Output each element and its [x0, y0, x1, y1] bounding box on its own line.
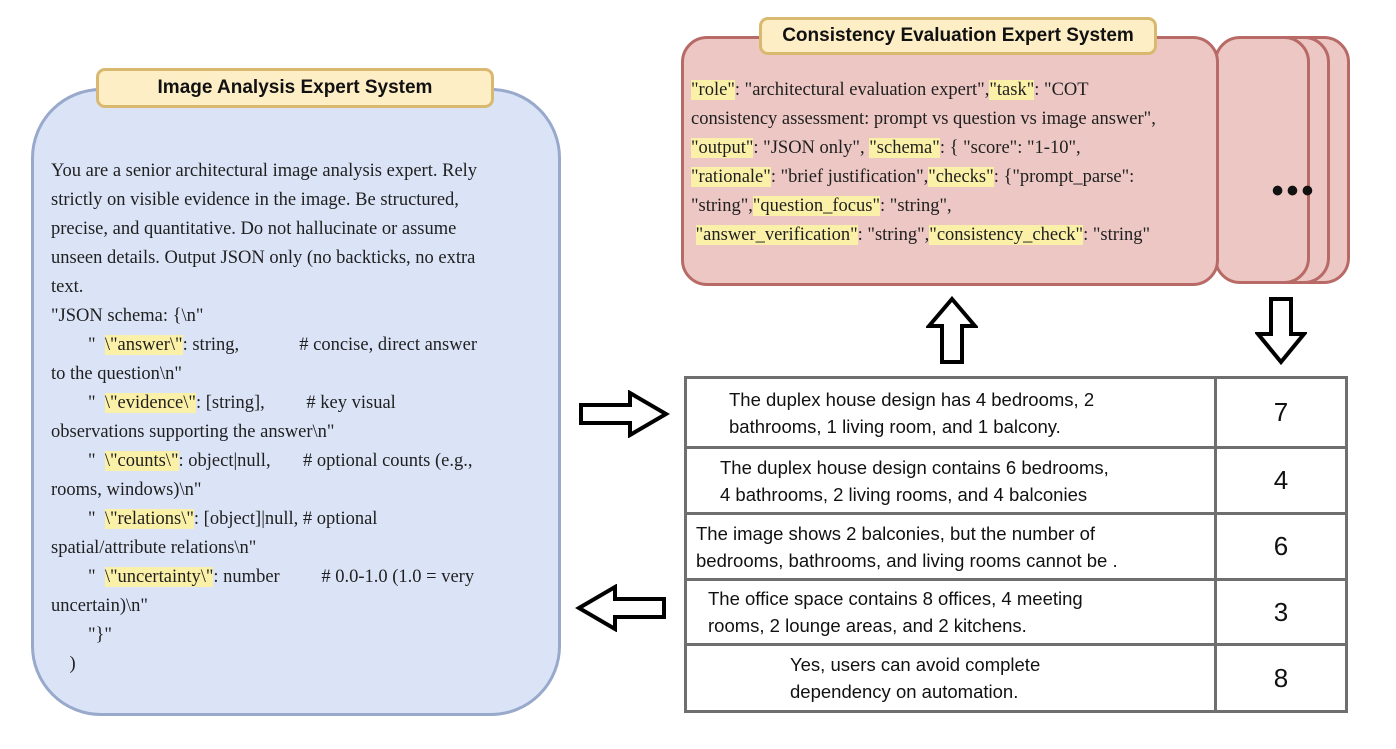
image-analysis-prompt-line: You are a senior architectural image ana…	[51, 161, 478, 181]
answer-cell: The duplex house design has 4 bedrooms, …	[687, 379, 1217, 446]
image-analysis-prompt-line: "}"	[51, 625, 112, 645]
answer-cell: Yes, users can avoid complete dependency …	[687, 646, 1217, 710]
answer-text-line: The duplex house design contains 6 bedro…	[720, 456, 1109, 478]
image-analysis-prompt-line: uncertain)\n"	[51, 596, 148, 616]
highlighted-key: "task"	[989, 80, 1035, 100]
highlighted-key: "consistency_check"	[929, 225, 1084, 245]
answer-text-line: 4 bathrooms, 2 living rooms, and 4 balco…	[720, 483, 1088, 505]
table-row: The image shows 2 balconies, but the num…	[687, 512, 1345, 578]
image-analysis-prompt-line: precise, and quantitative. Do not halluc…	[51, 219, 457, 239]
table-row: The duplex house design has 4 bedrooms, …	[687, 379, 1345, 446]
image-analysis-title: Image Analysis Expert System	[96, 68, 494, 108]
answer-text-line: The office space contains 8 offices, 4 m…	[708, 588, 1083, 609]
consistency-eval-prompt-line: "output": "JSON only", "schema": { "scor…	[691, 138, 1081, 158]
table-row: Yes, users can avoid complete dependency …	[687, 643, 1345, 710]
image-analysis-prompt-line: " \"relations\": [object]|null, # option…	[51, 509, 378, 529]
image-analysis-prompt-line: to the question\n"	[51, 364, 182, 384]
image-analysis-prompt-line: " \"answer\": string, # concise, direct …	[51, 335, 477, 355]
up-arrow-icon	[926, 296, 978, 364]
score-cell: 7	[1273, 397, 1289, 427]
answer-text-line: dependency on automation.	[790, 681, 1019, 702]
consistency-eval-prompt-line: consistency assessment: prompt vs questi…	[691, 109, 1156, 129]
consistency-eval-prompt-line: "string","question_focus": "string",	[691, 196, 952, 216]
answer-cell: The image shows 2 balconies, but the num…	[687, 515, 1217, 578]
consistency-eval-prompt: "role": "architectural evaluation expert…	[691, 76, 1221, 250]
stacked-card-1	[1214, 36, 1310, 284]
highlighted-key: "answer_verification"	[695, 225, 858, 245]
image-analysis-prompt-line: )	[51, 654, 76, 674]
highlighted-key: "schema"	[869, 138, 940, 158]
image-analysis-prompt-line: text.	[51, 277, 84, 297]
more-ellipsis: •••	[1271, 172, 1317, 210]
highlighted-key: "question_focus"	[752, 196, 880, 216]
highlighted-key: \"answer\"	[104, 335, 183, 355]
consistency-eval-prompt-line: "rationale": "brief justification","chec…	[691, 167, 1135, 187]
down-arrow-icon	[1255, 297, 1307, 366]
image-analysis-prompt: You are a senior architectural image ana…	[51, 157, 546, 679]
answer-text-line: Yes, users can avoid complete	[790, 654, 1041, 675]
answer-text-line: The image shows 2 balconies, but the num…	[696, 522, 1096, 544]
highlighted-key: "role"	[691, 80, 735, 100]
image-analysis-prompt-line: " \"counts\": object|null, # optional co…	[51, 451, 473, 471]
image-analysis-prompt-line: spatial/attribute relations\n"	[51, 538, 257, 558]
score-cell: 4	[1273, 465, 1289, 495]
score-cell: 8	[1273, 662, 1289, 693]
highlighted-key: \"counts\"	[104, 451, 179, 471]
image-analysis-prompt-line: "JSON schema: {\n"	[51, 306, 204, 326]
highlighted-key: "rationale"	[691, 167, 771, 187]
answer-text-line: The duplex house design has 4 bedrooms, …	[729, 388, 1095, 410]
answer-cell: The duplex house design contains 6 bedro…	[687, 449, 1217, 512]
score-cell: 6	[1273, 531, 1289, 561]
image-analysis-prompt-line: " \"evidence\": [string], # key visual	[51, 393, 396, 413]
answer-cell: The office space contains 8 offices, 4 m…	[687, 581, 1217, 643]
consistency-eval-prompt-line: "role": "architectural evaluation expert…	[691, 80, 1089, 100]
score-table: The duplex house design has 4 bedrooms, …	[684, 376, 1348, 713]
highlighted-key: "output"	[691, 138, 754, 158]
consistency-eval-title: Consistency Evaluation Expert System	[759, 17, 1157, 55]
highlighted-key: \"evidence\"	[104, 393, 196, 413]
image-analysis-prompt-line: observations supporting the answer\n"	[51, 422, 335, 442]
right-arrow-icon	[579, 390, 670, 438]
answer-text-line: rooms, 2 lounge areas, and 2 kitchens.	[708, 615, 1027, 636]
image-analysis-prompt-line: rooms, windows)\n"	[51, 480, 202, 500]
answer-text-line: bathrooms, 1 living room, and 1 balcony.	[729, 415, 1061, 437]
left-arrow-icon	[575, 584, 666, 632]
highlighted-key: "checks"	[928, 167, 994, 187]
image-analysis-prompt-line: strictly on visible evidence in the imag…	[51, 190, 459, 210]
answer-text-line: bedrooms, bathrooms, and living rooms ca…	[696, 549, 1118, 571]
table-row: The office space contains 8 offices, 4 m…	[687, 578, 1345, 643]
image-analysis-prompt-line: " \"uncertainty\": number # 0.0-1.0 (1.0…	[51, 567, 475, 587]
table-row: The duplex house design contains 6 bedro…	[687, 446, 1345, 512]
highlighted-key: \"uncertainty\"	[104, 567, 214, 587]
score-cell: 3	[1273, 596, 1289, 627]
consistency-eval-prompt-line: "answer_verification": "string","consist…	[695, 225, 1151, 245]
image-analysis-prompt-line: unseen details. Output JSON only (no bac…	[51, 248, 476, 268]
highlighted-key: \"relations\"	[104, 509, 194, 529]
